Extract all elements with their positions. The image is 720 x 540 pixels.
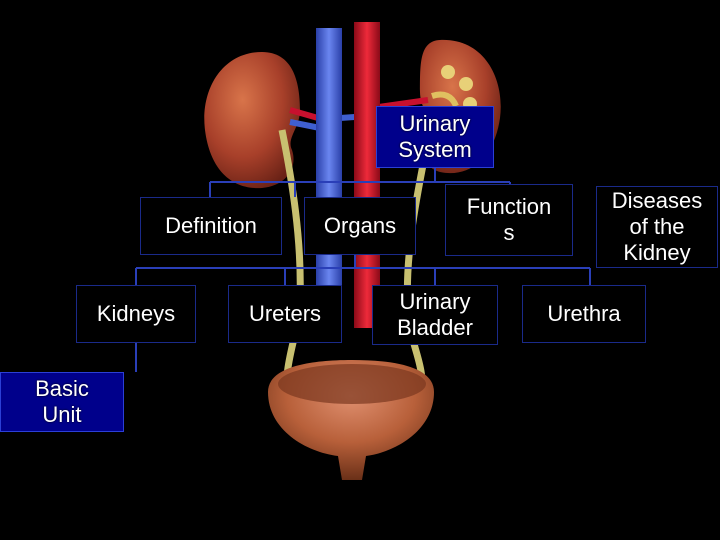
vena-cava-illustration bbox=[316, 28, 342, 328]
node-urethra: Urethra bbox=[522, 285, 646, 343]
node-definition: Definition bbox=[140, 197, 282, 255]
node-basic-unit: Basic Unit bbox=[0, 372, 124, 432]
kidney-left-illustration bbox=[204, 52, 300, 189]
node-kidneys: Kidneys bbox=[76, 285, 196, 343]
node-definition-label: Definition bbox=[165, 213, 257, 238]
bladder-illustration bbox=[268, 360, 434, 480]
node-bladder-label: Urinary Bladder bbox=[397, 289, 473, 340]
node-organs: Organs bbox=[304, 197, 416, 255]
node-basic-unit-label: Basic Unit bbox=[35, 376, 89, 427]
node-urinary-bladder: Urinary Bladder bbox=[372, 285, 498, 345]
node-urinary-system: Urinary System bbox=[376, 106, 494, 168]
node-ureters-label: Ureters bbox=[248, 301, 322, 326]
node-kidneys-label: Kidneys bbox=[96, 301, 176, 326]
aorta-illustration bbox=[354, 22, 380, 328]
node-diseases-label: Diseases of the Kidney bbox=[611, 188, 703, 265]
node-organs-label: Organs bbox=[323, 213, 397, 238]
node-urinary-system-label: Urinary System bbox=[398, 111, 472, 162]
node-functions: Function s bbox=[445, 184, 573, 256]
node-functions-label: Function s bbox=[466, 194, 552, 245]
node-ureters: Ureters bbox=[228, 285, 342, 343]
node-urethra-label: Urethra bbox=[547, 301, 621, 326]
node-diseases-of-kidney: Diseases of the Kidney bbox=[596, 186, 718, 268]
